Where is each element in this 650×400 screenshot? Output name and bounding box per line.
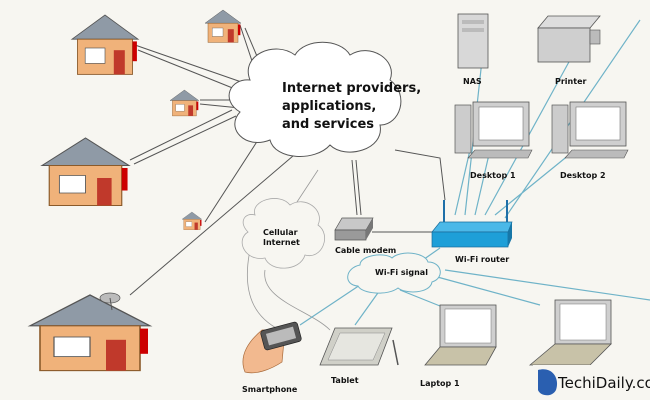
desktop-1-label: Desktop 1 bbox=[470, 171, 516, 180]
printer-label: Printer bbox=[555, 77, 586, 86]
techidaily-logo-icon bbox=[538, 369, 558, 396]
internet-links bbox=[129, 24, 446, 331]
cloud-line-3: and services bbox=[282, 117, 374, 132]
house-3 bbox=[169, 89, 200, 117]
cellular-line-1: Cellular bbox=[263, 228, 298, 237]
smartphone-label: Smartphone bbox=[242, 385, 298, 394]
printer-device: Printer bbox=[537, 15, 601, 86]
house-1 bbox=[71, 14, 139, 75]
tablet-device: Tablet bbox=[319, 327, 399, 385]
wifi-signal-label: Wi-Fi signal bbox=[375, 268, 428, 277]
watermark-text: TechiDaily.com bbox=[557, 374, 650, 392]
internet-cloud: Internet providers, applications, and se… bbox=[228, 41, 421, 157]
satellite-dish-icon bbox=[99, 292, 121, 311]
cellular-cloud: Cellular Internet bbox=[241, 198, 325, 269]
tablet-label: Tablet bbox=[331, 376, 359, 385]
desktop-2-label: Desktop 2 bbox=[560, 171, 606, 180]
house-5 bbox=[181, 211, 202, 230]
cable-modem: Cable modem bbox=[334, 217, 396, 255]
cellular-line-2: Internet bbox=[263, 238, 300, 247]
cable-modem-label: Cable modem bbox=[335, 246, 396, 255]
laptop-1-label: Laptop 1 bbox=[420, 379, 460, 388]
house-6 bbox=[29, 294, 151, 372]
wifi-router: Wi-Fi router bbox=[431, 200, 513, 264]
desktop-2: Desktop 2 bbox=[551, 101, 629, 180]
smartphone-device: Smartphone bbox=[242, 321, 302, 394]
desktop-1: Desktop 1 bbox=[454, 101, 533, 180]
nas-label: NAS bbox=[463, 77, 482, 86]
wifi-router-label: Wi-Fi router bbox=[455, 255, 509, 264]
laptop-2 bbox=[528, 299, 612, 366]
cloud-line-1: Internet providers, bbox=[282, 81, 421, 96]
wifi-signal-cloud: Wi-Fi signal bbox=[347, 252, 441, 294]
house-4 bbox=[41, 137, 130, 207]
laptop-1: Laptop 1 bbox=[420, 304, 497, 388]
house-2 bbox=[204, 9, 242, 43]
cloud-line-2: applications, bbox=[282, 99, 376, 114]
techidaily-watermark: TechiDaily.com bbox=[533, 365, 650, 400]
nas-device: NAS bbox=[457, 13, 489, 86]
